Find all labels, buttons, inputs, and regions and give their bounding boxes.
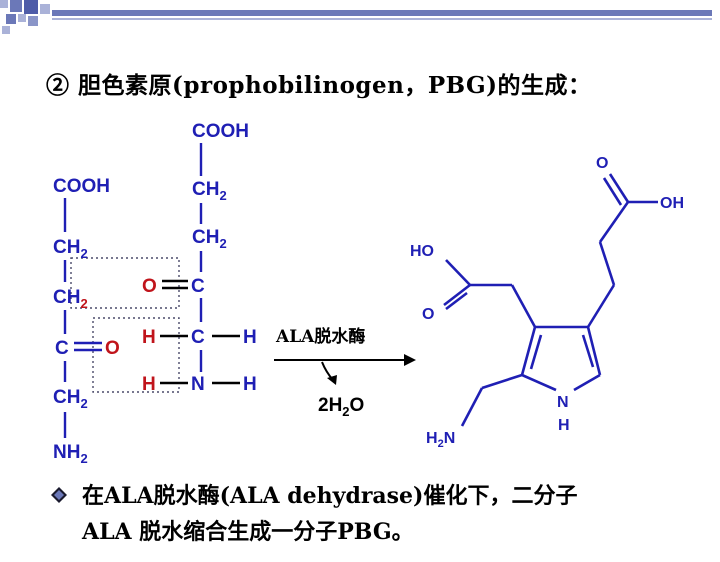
- bullet-line-2: ALA 脱水缩合生成一分子PBG。: [82, 519, 414, 545]
- chain-l-co-a: [443, 283, 471, 307]
- nh2-left: NH2: [53, 442, 88, 466]
- carboxyl-ho-left: HO: [410, 243, 434, 260]
- h-right-2: H: [243, 374, 257, 395]
- bullet-paragraph: 在ALA脱水酶(ALA dehydrase)催化下，二分子 ALA 脱水缩合生成…: [48, 478, 708, 550]
- ring-double-c4-c5: [581, 334, 595, 368]
- ring-double-c2-c3: [529, 334, 543, 370]
- ring-bond-c2-c3: [520, 326, 537, 376]
- oxygen-left: O: [105, 338, 120, 359]
- amino-h2n: H2N: [426, 430, 455, 450]
- ch2-right-1: CH2: [192, 179, 227, 203]
- h-left-1: H: [142, 327, 156, 348]
- chain-l-coh: [445, 259, 471, 286]
- chain-r-2: [598, 241, 616, 286]
- carbon-right-1: C: [191, 276, 205, 297]
- h-left-2: H: [142, 374, 156, 395]
- nitrogen-right: N: [191, 374, 205, 395]
- ring-bond-n-c2: [521, 373, 557, 392]
- oxygen-right: O: [142, 276, 157, 297]
- chain-r-3: [598, 201, 630, 243]
- chain-l-co-b: [445, 291, 468, 311]
- chain-nh2-1: [481, 373, 523, 390]
- byproduct-water: 2H2O: [318, 395, 364, 419]
- ring-nitrogen-h: H: [558, 417, 570, 434]
- page-title: ② 胆色素原(prophobilinogen，PBG)的生成：: [46, 72, 592, 99]
- diamond-bullet-icon: [51, 487, 67, 503]
- ring-bond-c5-n: [573, 373, 601, 392]
- reaction-arrow-head: [404, 354, 416, 366]
- ch2-right-2: CH2: [192, 227, 227, 251]
- byproduct-arrow-head: [327, 375, 337, 385]
- ch2-left-3: CH2: [53, 387, 88, 411]
- enzyme-label: ALA脱水酶: [275, 326, 365, 347]
- chain-r-1: [586, 284, 616, 328]
- ch2-left-1: CH2: [53, 237, 88, 261]
- chain-nh2-2: [460, 387, 484, 427]
- chain-r-co-a: [608, 173, 630, 203]
- dotted-box-upper: [70, 257, 180, 309]
- h-right-1: H: [243, 327, 257, 348]
- cooh-right: COOH: [192, 121, 249, 142]
- carboxyl-o-top: O: [596, 155, 608, 172]
- ch2-left-2: CH2: [53, 287, 88, 311]
- chain-r-co-b: [602, 177, 623, 206]
- carbon-right-2: C: [191, 327, 205, 348]
- ring-bond-c4-c5: [586, 326, 602, 376]
- bullet-line-1: 在ALA脱水酶(ALA dehydrase)催化下，二分子: [82, 483, 578, 509]
- chain-l-1: [510, 284, 537, 328]
- cooh-left: COOH: [53, 176, 110, 197]
- ring-nitrogen: N: [557, 394, 569, 411]
- corner-decoration: [0, 0, 712, 34]
- carboxyl-oh-top: OH: [660, 195, 684, 212]
- carboxyl-o-left: O: [422, 306, 434, 323]
- carbon-left: C: [55, 338, 69, 359]
